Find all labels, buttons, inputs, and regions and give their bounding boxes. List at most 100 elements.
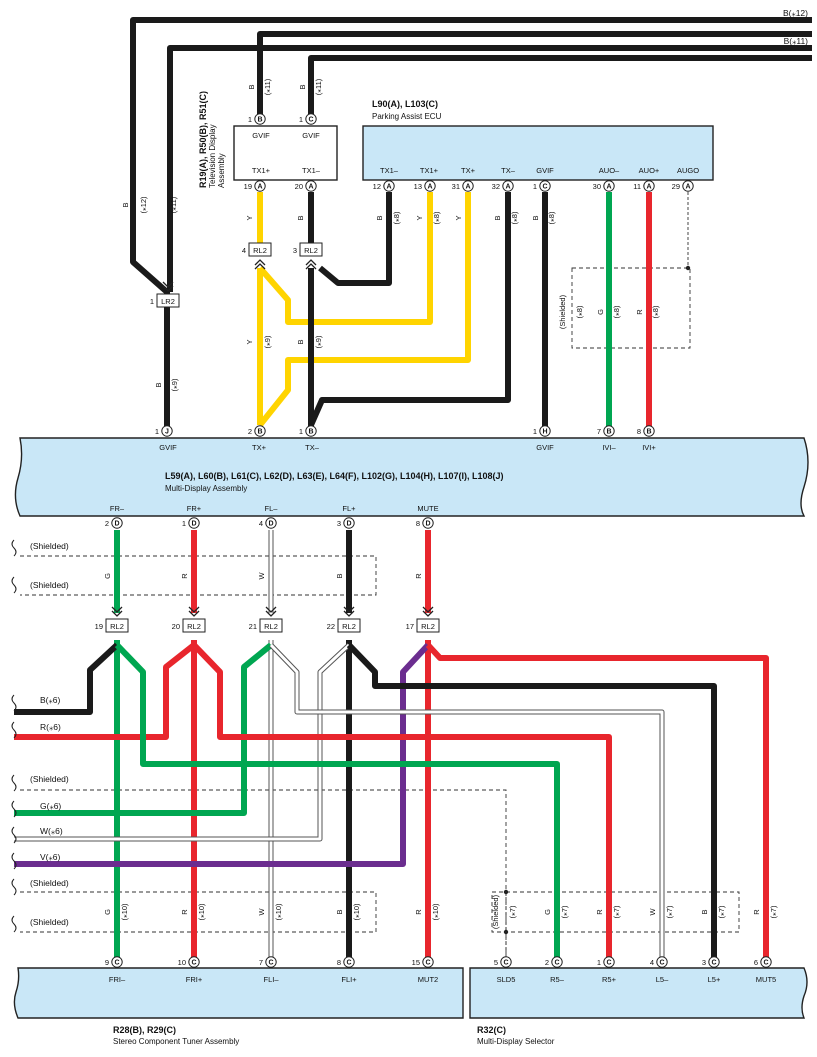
tuner-term-9c: FRI– <box>109 975 126 984</box>
lbl-t-n10d: (⁎10) <box>352 903 361 921</box>
svg-text:7: 7 <box>597 427 601 436</box>
sel-term-1c: R5+ <box>602 975 617 984</box>
lbl-b12: B <box>121 202 130 207</box>
lbl-pa-y1: Y <box>415 215 424 220</box>
svg-text:D: D <box>114 520 119 527</box>
lbl-b2: B <box>296 339 305 344</box>
lbl-tv-n11b: (⁎11) <box>314 78 323 95</box>
svg-text:C: C <box>542 183 547 190</box>
left-ref-shield-3: (Shielded) <box>30 917 69 927</box>
pa-pin-1: A13 <box>414 180 436 192</box>
left-ref-w6: W(⁎6) <box>40 826 63 836</box>
tuner-name: Stereo Component Tuner Assembly <box>113 1037 239 1046</box>
splice-rl2-3: RL2 3 <box>293 242 323 257</box>
tuner-term-8c: FLI+ <box>341 975 357 984</box>
mda-term-1h: GVIF <box>536 443 554 452</box>
lbl-pa-g: G <box>596 309 605 315</box>
lbl-pa-n8a: (⁎8) <box>392 211 401 224</box>
tuner-term-7c: FLI– <box>263 975 279 984</box>
shield-boxes <box>20 267 740 958</box>
tv-pin-3: A20 <box>295 180 317 192</box>
svg-text:21: 21 <box>249 622 257 631</box>
lbl-t-n10e: (⁎10) <box>431 903 440 921</box>
wire-y-cross <box>257 192 471 427</box>
sel-term-3c: L5+ <box>708 975 721 984</box>
left-ref-b6: B(⁎6) <box>40 695 60 705</box>
tuner-pin-2: C7 <box>259 956 277 968</box>
mda-term-2d: FR– <box>110 504 125 513</box>
lbl-sel-w: W <box>648 908 657 916</box>
lbl-t-n10a: (⁎10) <box>120 903 129 921</box>
svg-text:H: H <box>542 428 547 435</box>
svg-text:A: A <box>685 183 690 190</box>
mda-term-8b: IVI+ <box>642 443 656 452</box>
svg-text:1: 1 <box>248 115 252 124</box>
wire-b-pa-12 <box>318 192 392 286</box>
wire-b-l5p <box>346 642 717 958</box>
lbl-mda-r: R <box>180 573 189 579</box>
pa-pin-5: A30 <box>593 180 615 192</box>
svg-text:3: 3 <box>293 246 297 255</box>
left-ref-shield-1: (Shielded) <box>30 774 69 784</box>
wire-b11-gvif <box>167 45 812 292</box>
svg-text:A: A <box>308 183 313 190</box>
wire-g-r5m <box>114 642 560 958</box>
stereo-tuner-box <box>13 967 464 1019</box>
sel-pin-1: C2 <box>545 956 563 968</box>
shield-label-upper-2: (Shielded) <box>30 580 69 590</box>
svg-text:A: A <box>606 183 611 190</box>
svg-text:19: 19 <box>95 622 103 631</box>
break-mark-7 <box>11 852 17 870</box>
lbl-sel-n7b: (⁎7) <box>560 905 569 918</box>
multi-display-assembly-box <box>14 437 809 517</box>
left-ref-g6: G(⁎6) <box>40 801 61 811</box>
svg-text:2: 2 <box>248 427 252 436</box>
labels: B(⁎12) B(⁎11) R19(A), R50(B), R51(C) Tel… <box>30 8 808 1046</box>
svg-text:8: 8 <box>637 427 641 436</box>
svg-text:8: 8 <box>337 958 341 967</box>
mda-term-8d: MUTE <box>417 504 438 513</box>
svg-text:RL2: RL2 <box>187 622 201 631</box>
lbl-pa-n8g: (⁎8) <box>651 305 660 318</box>
lbl-pa-y2: Y <box>454 215 463 220</box>
svg-text:2: 2 <box>545 958 549 967</box>
wires <box>14 17 812 958</box>
sel-pin-3: C4 <box>650 956 668 968</box>
svg-text:A: A <box>465 183 470 190</box>
splice-chevron-0 <box>254 259 266 270</box>
svg-text:C: C <box>114 959 119 966</box>
svg-text:B: B <box>257 428 262 435</box>
lbl-pa-n8f: (⁎8) <box>612 305 621 318</box>
tv-term-1b: GVIF <box>252 131 270 140</box>
svg-text:1: 1 <box>299 115 303 124</box>
svg-text:1: 1 <box>182 519 186 528</box>
lbl-pa-b1: B <box>375 215 384 220</box>
left-ref-v6: V(⁎6) <box>40 852 60 862</box>
tv-code: R19(A), R50(B), R51(C) <box>198 91 208 188</box>
tuner-term-10c: FRI+ <box>186 975 203 984</box>
pa-term-29a: AUGO <box>677 166 699 175</box>
mda-term-1d: FR+ <box>187 504 202 513</box>
mda-top-pin-4: B7 <box>597 425 615 437</box>
svg-text:C: C <box>763 959 768 966</box>
pa-term-31a: TX+ <box>461 166 476 175</box>
sel-term-4c: L5– <box>656 975 669 984</box>
pa-pin-0: A12 <box>373 180 395 192</box>
wire-w-l5m <box>269 643 665 958</box>
svg-text:A: A <box>427 183 432 190</box>
svg-text:LR2: LR2 <box>161 297 175 306</box>
lbl-n9b: (⁎9) <box>314 335 323 348</box>
tv-pin-1: C1 <box>299 113 317 125</box>
left-ref-shield-2: (Shielded) <box>30 878 69 888</box>
lbl-t-w: W <box>257 908 266 916</box>
tuner-pin-0: C9 <box>105 956 123 968</box>
svg-text:3: 3 <box>337 519 341 528</box>
svg-text:RL2: RL2 <box>304 246 318 255</box>
pa-term-1c: GVIF <box>536 166 554 175</box>
wire-y-mda-tx <box>257 192 433 325</box>
pa-code: L90(A), L103(C) <box>372 99 438 109</box>
